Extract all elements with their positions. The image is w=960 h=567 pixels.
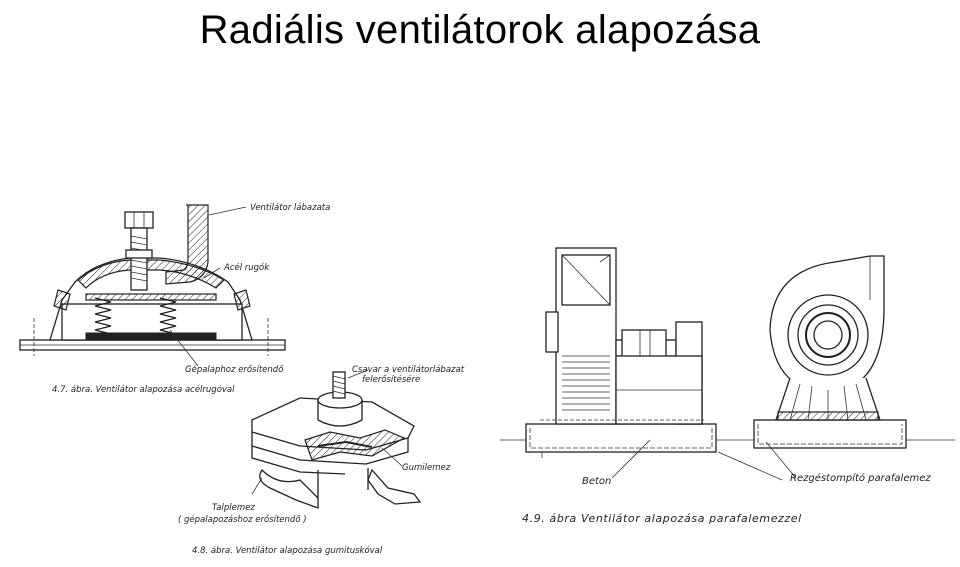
fig48-label-screw-1: Csavar a ventilátorlábazat (352, 365, 465, 375)
page-title: Radiális ventilátorok alapozása (199, 8, 761, 52)
fig47-label-fix: Gépalaphoz erősítendő (185, 364, 284, 375)
fig48-caption: 4.8. ábra. Ventilátor alapozása gumitusk… (192, 545, 383, 556)
fig49-label-cork: Rezgéstompító parafalemez (790, 472, 931, 484)
fig48-label-rubber: Gumilemez (402, 463, 451, 473)
fig49-cork-foundation-drawing (500, 247, 955, 481)
fig48-label-base-2: ( gépalapozáshoz erősítendő ) (178, 514, 307, 525)
fig47-label-leg: Ventilátor lábazata (250, 203, 330, 213)
fig47-caption: 4.7. ábra. Ventilátor alapozása acélrugó… (52, 384, 235, 395)
fig49-label-concrete: Beton (582, 476, 611, 487)
fig48-rubber-mount-drawing (251, 369, 422, 509)
fig48-label-screw-2: felerősítésére (362, 374, 420, 385)
fig48-label-base-1: Talplemez (212, 503, 255, 513)
fig47-label-spring: Acél rugók (223, 262, 270, 273)
fig47-spring-mount-drawing (19, 204, 286, 367)
fig49-caption: 4.9. ábra Ventilátor alapozása parafalem… (522, 512, 802, 525)
